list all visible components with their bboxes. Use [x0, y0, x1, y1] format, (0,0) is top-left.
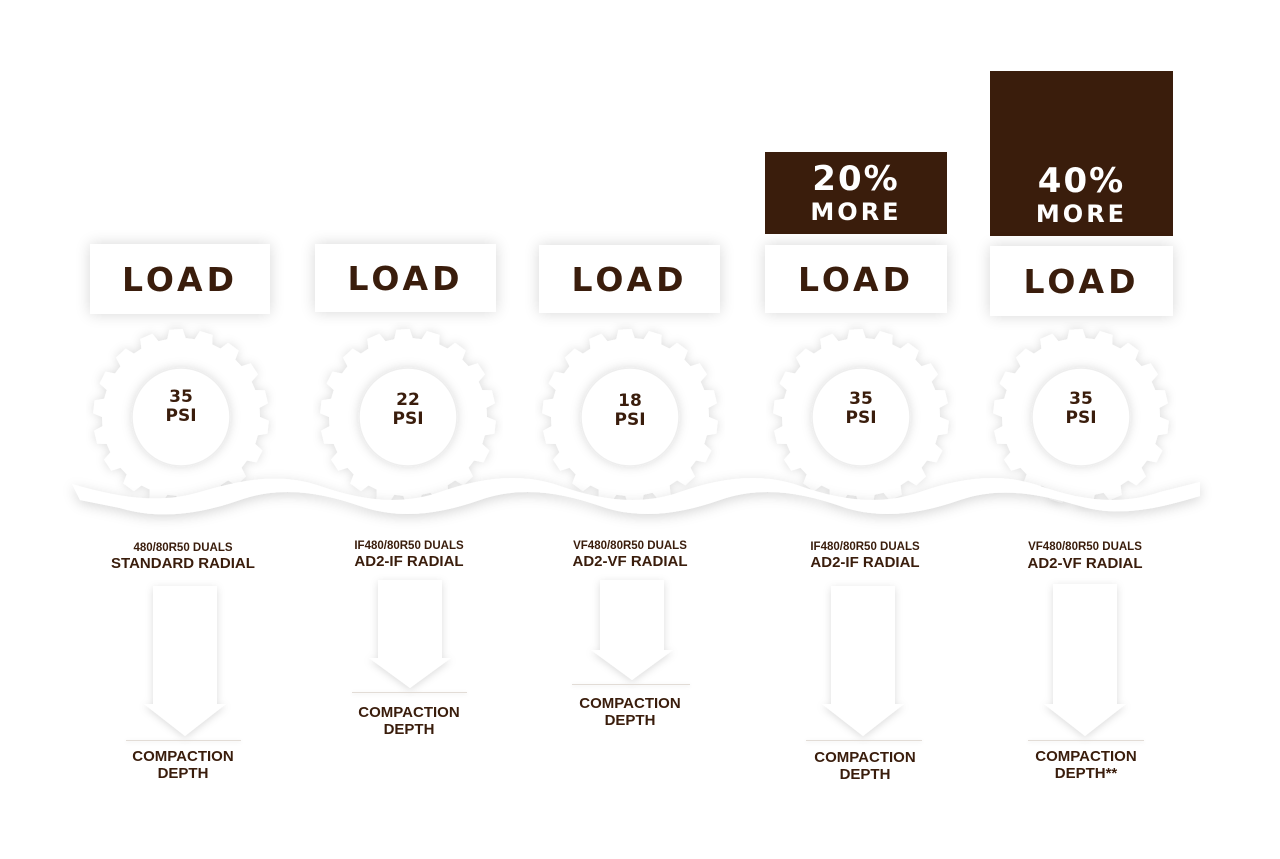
- tire-type-label: AD2-VF RADIAL: [1027, 555, 1143, 572]
- tire-type-label: AD2-IF RADIAL: [810, 554, 920, 571]
- psi-unit: PSI: [845, 408, 877, 428]
- depth-label-line: COMPACTION: [814, 749, 916, 766]
- load-box-1: LOAD: [90, 244, 270, 314]
- psi-unit: PSI: [614, 410, 646, 430]
- load-box-3: LOAD: [539, 245, 720, 313]
- tire-pressure: 18 PSI: [590, 392, 670, 430]
- tire-icon: [93, 329, 269, 505]
- more-load-word: MORE: [1035, 200, 1128, 228]
- compaction-depth-label: COMPACTION DEPTH: [103, 748, 263, 782]
- depth-label-line: COMPACTION: [358, 704, 460, 721]
- tire-size-label: 480/80R50 DUALS: [133, 542, 233, 554]
- depth-label-line: DEPTH**: [1054, 765, 1118, 782]
- psi-value: 35: [849, 389, 873, 409]
- tire-type-label: STANDARD RADIAL: [111, 555, 255, 572]
- compaction-arrow: [822, 586, 904, 736]
- compaction-arrow: [369, 580, 451, 688]
- depth-label-line: DEPTH: [157, 765, 209, 782]
- compaction-depth-line: [806, 740, 922, 741]
- tire-size-label: VF480/80R50 DUALS: [1028, 541, 1142, 553]
- compaction-depth-line: [572, 684, 690, 685]
- compaction-arrow: [1044, 584, 1126, 736]
- depth-label-line: COMPACTION: [579, 695, 681, 712]
- compaction-depth-line: [352, 692, 467, 693]
- psi-unit: PSI: [1065, 408, 1097, 428]
- tire-pressure: 22 PSI: [368, 391, 448, 429]
- tire-icon: [993, 329, 1169, 505]
- compaction-depth-label: COMPACTION DEPTH: [329, 704, 489, 738]
- tire-pressure: 35 PSI: [1041, 390, 1121, 428]
- load-box-2: LOAD: [315, 244, 496, 312]
- tire-pressure: 35 PSI: [821, 390, 901, 428]
- depth-label-line: DEPTH: [604, 712, 656, 729]
- load-box-5: LOAD: [990, 246, 1173, 316]
- depth-label-line: DEPTH: [383, 721, 435, 738]
- more-load-word: MORE: [810, 198, 902, 226]
- compaction-depth-label: COMPACTION DEPTH: [785, 749, 945, 783]
- more-load-percent: 20%: [812, 159, 900, 199]
- depth-label-line: COMPACTION: [132, 748, 234, 765]
- tire-size-label: IF480/80R50 DUALS: [354, 540, 464, 552]
- compaction-depth-line: [1028, 740, 1144, 741]
- psi-unit: PSI: [165, 406, 197, 426]
- tire-type-label: AD2-IF RADIAL: [354, 553, 464, 570]
- ground-wave: [72, 478, 1200, 515]
- load-box-4: LOAD: [765, 245, 947, 313]
- psi-value: 35: [1069, 389, 1093, 409]
- more-load-percent: 40%: [1037, 161, 1126, 201]
- psi-value: 18: [618, 391, 642, 411]
- more-load-badge-40: 40% MORE: [990, 71, 1173, 236]
- tire-size-label: VF480/80R50 DUALS: [573, 540, 687, 552]
- compaction-arrow: [144, 586, 226, 736]
- tire-icon: [320, 329, 496, 505]
- tire-size-label: IF480/80R50 DUALS: [810, 541, 920, 553]
- tire-type-label: AD2-VF RADIAL: [572, 553, 688, 570]
- more-load-badge-20: 20% MORE: [765, 152, 947, 234]
- tire-icon: [773, 329, 949, 505]
- compaction-depth-line: [126, 740, 241, 741]
- tire-icon: [542, 329, 718, 505]
- tire-pressure: 35 PSI: [141, 388, 221, 426]
- psi-unit: PSI: [392, 409, 424, 429]
- depth-label-line: DEPTH: [839, 766, 891, 783]
- psi-value: 35: [169, 387, 193, 407]
- compaction-arrow: [591, 580, 673, 680]
- psi-value: 22: [396, 390, 420, 410]
- compaction-depth-label: COMPACTION DEPTH: [550, 695, 710, 729]
- compaction-depth-label: COMPACTION DEPTH**: [1006, 748, 1166, 782]
- depth-label-line: COMPACTION: [1035, 748, 1137, 765]
